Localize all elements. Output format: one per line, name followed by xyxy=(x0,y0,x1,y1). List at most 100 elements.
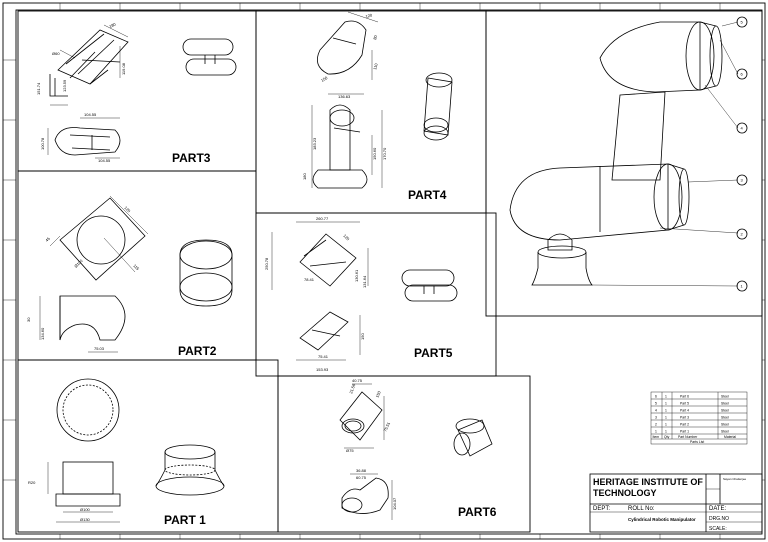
part5-dim-3: 120 xyxy=(342,233,351,242)
balloon-2: 2 xyxy=(741,232,744,237)
part4-dim-9: 170.70 xyxy=(382,147,387,160)
part4-dim-2: 80 xyxy=(372,34,378,40)
part2-dim-6: 30 xyxy=(26,317,31,322)
svg-text:Part 3: Part 3 xyxy=(680,416,689,420)
svg-text:Part 6: Part 6 xyxy=(680,395,689,399)
assembly-view: 5 6 4 3 2 1 xyxy=(509,16,748,292)
part3-label: PART3 xyxy=(172,151,211,165)
part1-dim-1: R20 xyxy=(28,480,36,485)
part3-dim-3: 119.08 xyxy=(121,62,126,75)
part4-label: PART4 xyxy=(408,188,447,202)
part1-label: PART 1 xyxy=(164,513,206,527)
part5-dim-1: 260.77 xyxy=(316,216,329,221)
balloon-5: 5 xyxy=(741,20,744,25)
svg-text:Qty: Qty xyxy=(664,435,670,439)
balloon-3: 3 xyxy=(741,178,744,183)
part4-view: 120 80 150 136.63 180 110 183.23 150.60 … xyxy=(302,11,453,202)
part1-dim-3: Ø130 xyxy=(80,517,91,522)
part5-dim-4: 78.41 xyxy=(304,277,315,282)
svg-text:Part 5: Part 5 xyxy=(680,402,689,406)
part2-view: 120 Ø100 75.03 115 45 30 134.60 PART2 xyxy=(26,195,233,358)
part2-label: PART2 xyxy=(178,344,217,358)
balloon-6: 6 xyxy=(741,72,744,77)
part3-dim-1: 180 xyxy=(108,21,117,29)
part5-view: 260.77 250.78 120 78.41 131.64 130.61 15… xyxy=(264,216,458,372)
drawing-title: Cylindrical Robotic Manipulator xyxy=(628,517,696,522)
svg-text:Steel: Steel xyxy=(721,430,729,434)
svg-text:Steel: Steel xyxy=(721,423,729,427)
parts-list-row: 2 1 Part 2 Steel xyxy=(655,423,729,427)
part5-dim-8: 75.41 xyxy=(318,354,329,359)
part4-dim-8: 150.60 xyxy=(372,147,377,160)
svg-text:5: 5 xyxy=(655,402,657,406)
svg-text:Part Number: Part Number xyxy=(678,435,698,439)
part4-dim-7: 183.23 xyxy=(312,137,317,150)
part6-dim-5: Ø75 xyxy=(346,448,354,453)
svg-text:Part 2: Part 2 xyxy=(680,423,689,427)
svg-text:1: 1 xyxy=(665,430,667,434)
part2-dim-3: 75.03 xyxy=(94,346,105,351)
part5-dim-2: 250.78 xyxy=(264,257,269,270)
svg-text:4: 4 xyxy=(655,409,657,413)
parts-list-row: 1 1 Part 1 Steel xyxy=(655,430,729,434)
parts-list-row: 4 1 Part 4 Steel xyxy=(655,409,729,413)
part6-dim-6: 36.88 xyxy=(356,468,367,473)
part6-dim-7: 60.75 xyxy=(356,475,367,480)
part5-dim-6: 130.61 xyxy=(354,269,359,282)
part2-dim-7: 134.60 xyxy=(40,327,45,340)
part3-dim-4: 123.59 xyxy=(62,79,67,92)
drawn-by-name: Sayan Chatterjee xyxy=(723,477,747,481)
part6-view: 40.75 150 21.56 75.51 Ø75 36.88 60.75 10… xyxy=(339,378,497,520)
part6-label: PART6 xyxy=(458,505,497,519)
svg-text:Steel: Steel xyxy=(721,395,729,399)
svg-text:1: 1 xyxy=(665,395,667,399)
parts-list-header: Item Qty Part Number Material xyxy=(653,435,737,439)
parts-list-row: 5 1 Part 5 Steel xyxy=(655,402,729,406)
svg-text:Material: Material xyxy=(724,435,736,439)
parts-list-row: 6 1 Part 6 Steel xyxy=(655,395,729,399)
part1-view: R20 Ø100 Ø130 PART 1 xyxy=(28,378,225,527)
part5-dim-9: 153.93 xyxy=(316,367,329,372)
svg-text:Steel: Steel xyxy=(721,402,729,406)
svg-text:1: 1 xyxy=(665,416,667,420)
part3-dim-2: Ø60 xyxy=(52,51,60,56)
part1-dim-2: Ø100 xyxy=(80,507,91,512)
part3-dim-8: 151.74 xyxy=(36,82,41,95)
part4-dim-5: 180 xyxy=(302,173,307,180)
svg-text:1: 1 xyxy=(655,430,657,434)
roll-number-label: ROLL No: xyxy=(628,506,655,512)
institute-name-line1: HERITAGE INSTITUTE OF xyxy=(593,477,703,487)
part5-dim-7: 150 xyxy=(360,333,365,340)
svg-text:3: 3 xyxy=(655,416,657,420)
balloon-1: 1 xyxy=(741,284,744,289)
part4-dim-3: 150 xyxy=(320,75,329,83)
svg-text:Steel: Steel xyxy=(721,416,729,420)
part2-dim-5: 45 xyxy=(44,235,51,242)
parts-list-caption: Parts List xyxy=(690,440,704,444)
part2-dim-1: 120 xyxy=(123,205,132,214)
part3-dim-6: 104.55 xyxy=(98,158,111,163)
part5-label: PART5 xyxy=(414,346,453,360)
part2-dim-2: Ø100 xyxy=(73,258,84,269)
parts-list-table: 6 1 Part 6 Steel 5 1 Part 5 Steel 4 1 Pa… xyxy=(650,391,748,445)
institute-name-line2: TECHNOLOGY xyxy=(593,488,657,498)
part4-dim-6: 110 xyxy=(372,62,379,70)
part6-dim-2: 150 xyxy=(374,390,382,399)
svg-text:1: 1 xyxy=(665,402,667,406)
svg-text:1: 1 xyxy=(665,409,667,413)
part6-dim-4: 75.51 xyxy=(382,421,391,433)
part4-dim-4: 136.63 xyxy=(338,94,351,99)
drawing-number-label: DRG.NO xyxy=(709,516,729,522)
part6-dim-1: 40.75 xyxy=(352,378,363,383)
svg-text:Item: Item xyxy=(653,435,660,439)
part4-dim-1: 120 xyxy=(365,12,373,19)
svg-text:Part 4: Part 4 xyxy=(680,409,689,413)
title-block: HERITAGE INSTITUTE OF TECHNOLOGY Sayan C… xyxy=(589,473,763,533)
part6-dim-3: 21.56 xyxy=(348,382,356,394)
part6-dim-8: 104.07 xyxy=(392,497,397,510)
svg-text:Steel: Steel xyxy=(721,409,729,413)
svg-text:Part 1: Part 1 xyxy=(680,430,689,434)
dept-label: DEPT: xyxy=(593,506,610,512)
